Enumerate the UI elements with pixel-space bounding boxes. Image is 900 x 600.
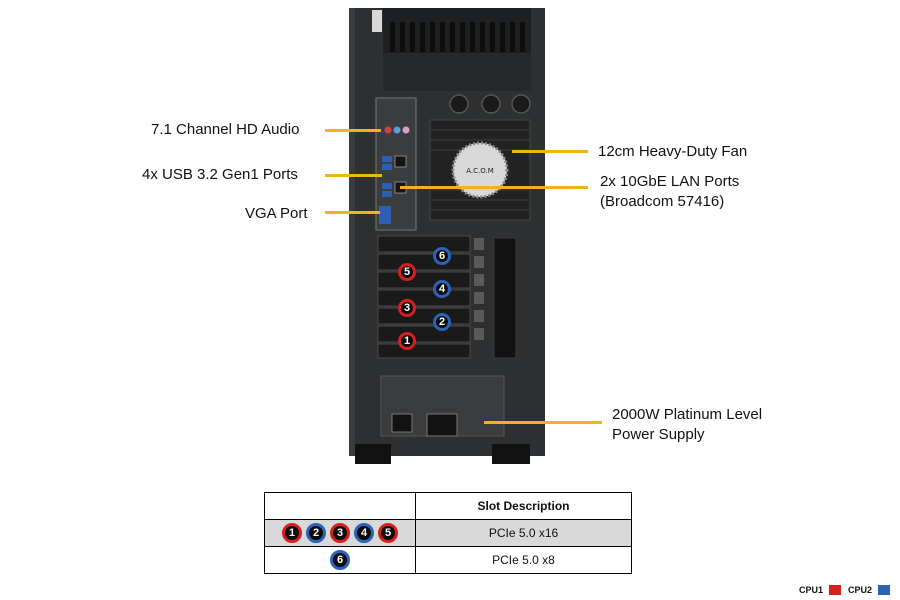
foot-right xyxy=(492,444,530,464)
usb-ports xyxy=(382,156,392,197)
table-slot-badge: 3 xyxy=(330,523,350,543)
callout-lan-line1: 2x 10GbE LAN Ports xyxy=(600,173,740,190)
legend-cpu2-swatch xyxy=(878,585,890,595)
callout-psu-line2: Power Supply xyxy=(612,426,705,443)
legend-cpu1-label: CPU1 xyxy=(799,585,824,595)
foot-left xyxy=(355,444,391,464)
leader-fan xyxy=(512,150,588,153)
table-slot-badge: 5 xyxy=(378,523,398,543)
expansion-slot-brackets xyxy=(377,235,471,359)
callout-psu-line1: 2000W Platinum Level xyxy=(612,406,763,423)
top-vent-slats xyxy=(390,22,525,52)
callout-usb: 4x USB 3.2 Gen1 Ports xyxy=(142,166,298,183)
legend-cpu1-swatch xyxy=(829,585,841,595)
leader-vga xyxy=(325,211,380,214)
callout-vga: VGA Port xyxy=(245,205,308,222)
table-slot-badge: 1 xyxy=(282,523,302,543)
table-row: 6 PCIe 5.0 x8 xyxy=(264,546,632,574)
server-rear-view: A.C.O.M xyxy=(349,8,545,464)
table-slot-badge: 6 xyxy=(330,550,350,570)
table-slot-badge: 4 xyxy=(354,523,374,543)
table-cell-description: PCIe 5.0 x8 xyxy=(415,546,632,574)
slot-badge-4: 4 xyxy=(433,280,451,298)
side-vent xyxy=(493,237,517,359)
callout-lan-line2: (Broadcom 57416) xyxy=(600,193,725,210)
psu-ac-inlet xyxy=(426,413,458,437)
slot-badge-3: 3 xyxy=(398,299,416,317)
slot-badge-1: 1 xyxy=(398,332,416,350)
psu-switch xyxy=(391,413,413,433)
vga-connector xyxy=(379,206,391,224)
fan-hub xyxy=(453,143,507,197)
leader-psu xyxy=(484,421,602,424)
slot-screws xyxy=(474,238,484,340)
callout-fan: 12cm Heavy-Duty Fan xyxy=(598,143,748,160)
table-header-slots xyxy=(264,492,416,520)
leader-lan xyxy=(400,186,588,189)
table-cell-slots: 6 xyxy=(264,546,416,574)
leader-audio xyxy=(325,129,381,132)
slot-badge-6: 6 xyxy=(433,247,451,265)
table-cell-description: PCIe 5.0 x16 xyxy=(415,519,632,547)
top-shelf xyxy=(383,53,531,91)
fan-hub-text: A.C.O.M xyxy=(466,167,494,175)
callout-audio: 7.1 Channel HD Audio xyxy=(151,121,300,138)
table-header-description: Slot Description xyxy=(415,492,632,520)
slot-badge-2: 2 xyxy=(433,313,451,331)
slot-badge-5: 5 xyxy=(398,263,416,281)
top-handle xyxy=(372,10,382,32)
audio-jacks xyxy=(384,126,410,134)
leader-usb xyxy=(325,174,382,177)
chassis-left-edge xyxy=(349,8,355,456)
top-vent-block xyxy=(383,8,531,53)
thumbscrews xyxy=(449,94,531,114)
table-slot-badge: 2 xyxy=(306,523,326,543)
legend-cpu2-label: CPU2 xyxy=(848,585,873,595)
